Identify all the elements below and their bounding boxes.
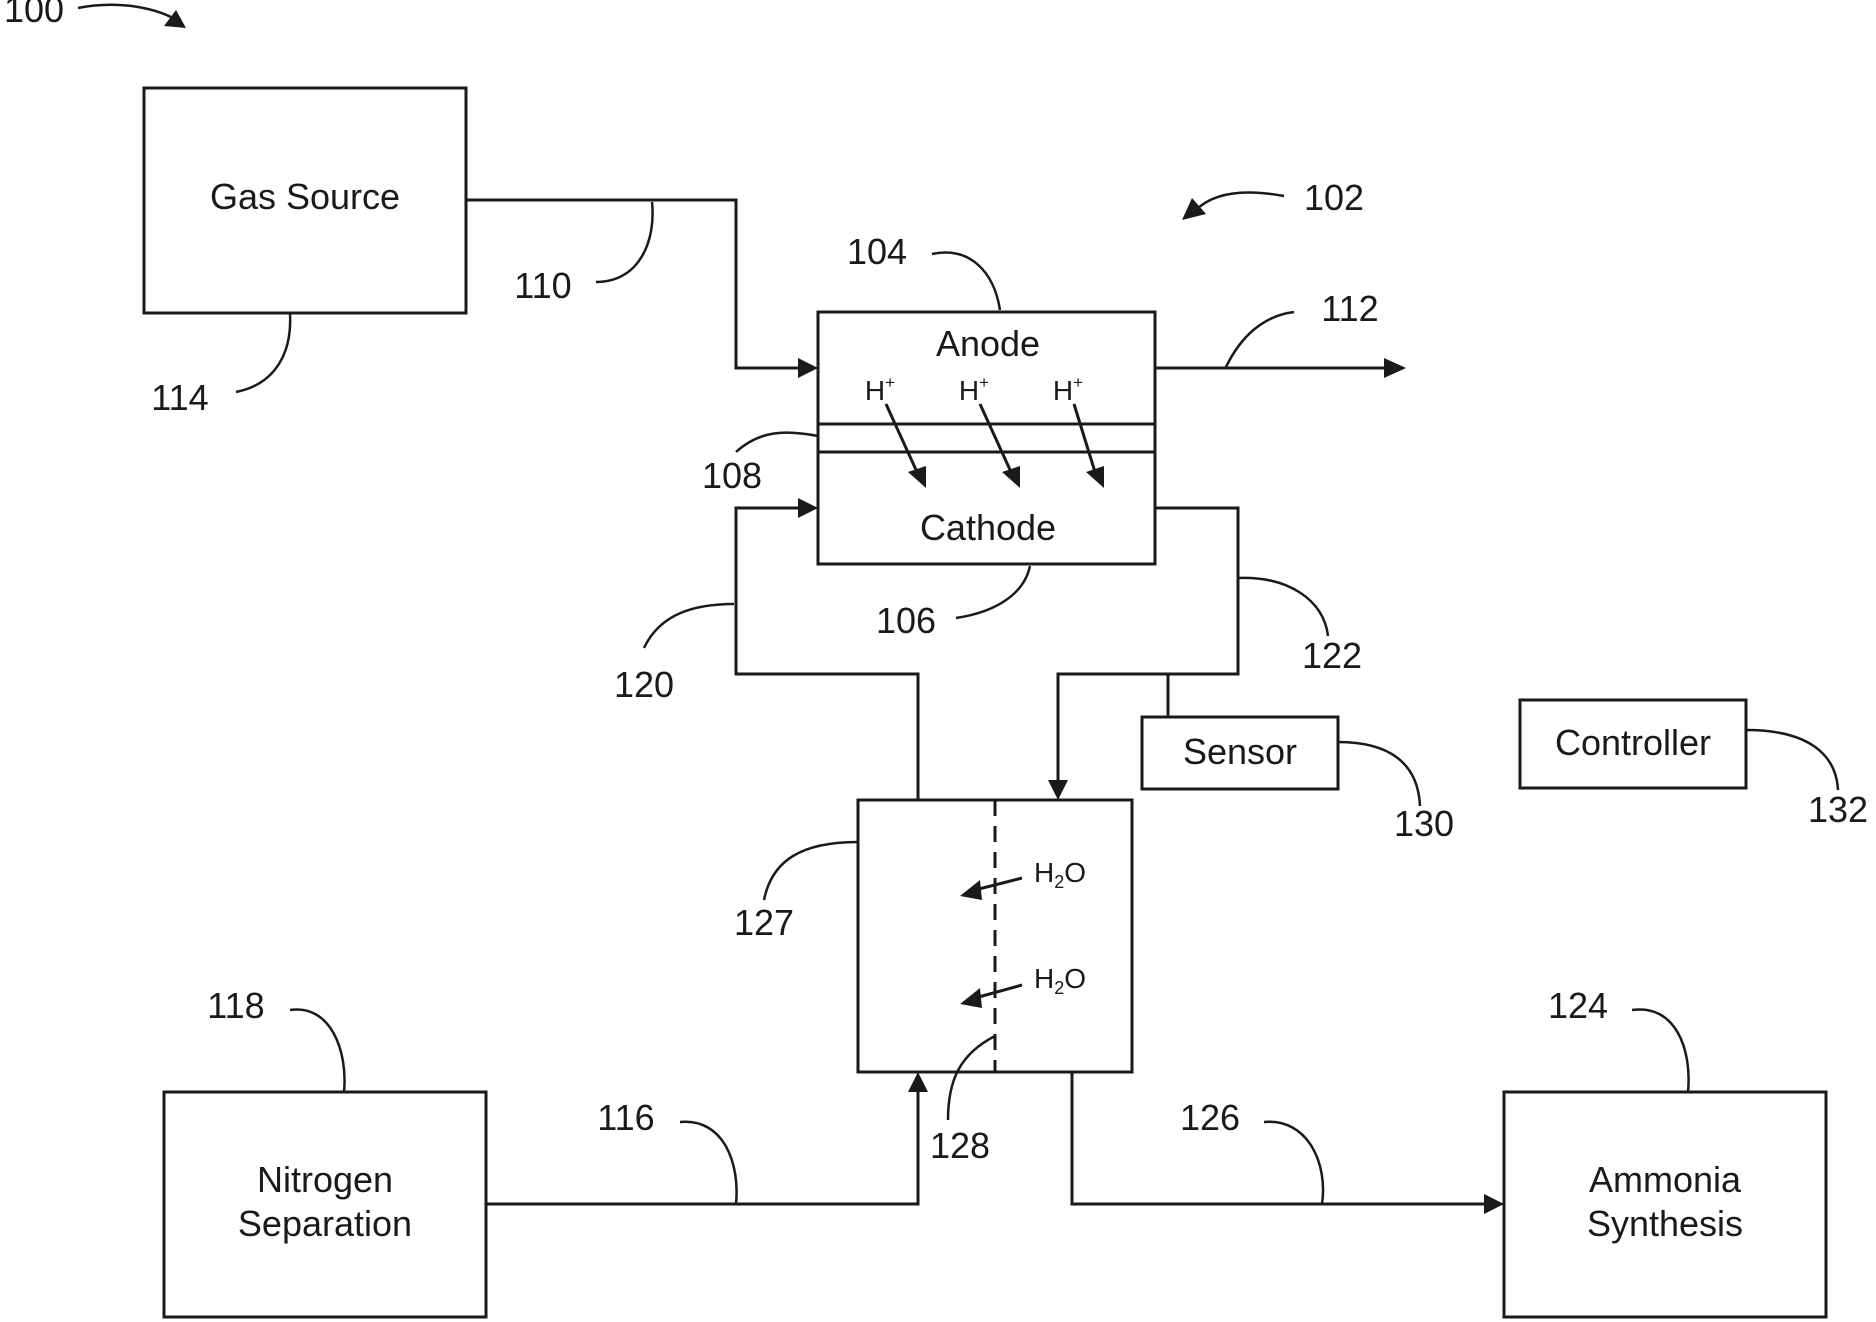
ref-127: 127 (734, 902, 794, 943)
sensor-label: Sensor (1183, 731, 1297, 772)
electrochemical-cell: Anode Cathode H+ H+ H+ (818, 312, 1155, 564)
nitrogen-separation-block: Nitrogen Separation (164, 1092, 486, 1317)
ref-110-leader (596, 202, 653, 282)
gas-source-label: Gas Source (210, 176, 400, 217)
ref-130-leader (1338, 742, 1420, 806)
ref-126-leader (1264, 1122, 1323, 1204)
ref-108: 108 (702, 455, 762, 496)
sensor-block: Sensor (1142, 717, 1338, 789)
ref-132-leader (1746, 730, 1838, 790)
proton-symbol-3: H (1053, 375, 1073, 406)
ref-116-leader (680, 1122, 737, 1204)
ref-124: 124 (1548, 985, 1608, 1026)
ref-124-leader (1632, 1009, 1689, 1092)
ammonia-synthesis-label-line2: Synthesis (1587, 1203, 1743, 1244)
ref-100-arrowhead (164, 10, 186, 28)
ref-132: 132 (1808, 789, 1868, 830)
ref-100-leader (78, 5, 180, 22)
gas-source-block: Gas Source (144, 88, 466, 313)
proton-symbol-1: H (865, 375, 885, 406)
proton-charge-3: + (1073, 373, 1083, 392)
ref-118: 118 (207, 985, 264, 1026)
nitrogen-separation-label-line2: Separation (238, 1203, 412, 1244)
ref-128: 128 (930, 1125, 990, 1166)
ref-106-leader (956, 566, 1030, 618)
ref-114: 114 (151, 377, 208, 418)
ref-122-leader (1238, 578, 1328, 636)
ammonia-synthesis-block: Ammonia Synthesis (1504, 1092, 1826, 1317)
ref-106: 106 (876, 600, 936, 641)
proton-charge-1: + (885, 373, 895, 392)
ref-104-leader (932, 253, 1000, 310)
ref-102-arrowhead (1182, 198, 1206, 220)
ref-120-leader (644, 604, 734, 648)
ref-102: 102 (1304, 177, 1364, 218)
product-line (1072, 1072, 1504, 1214)
ref-104: 104 (847, 231, 907, 272)
ref-122: 122 (1302, 635, 1362, 676)
ref-110: 110 (514, 265, 571, 306)
nitrogen-separation-label-line1: Nitrogen (257, 1159, 393, 1200)
ref-120: 120 (614, 664, 674, 705)
ref-130: 130 (1394, 803, 1454, 844)
ref-108-leader (736, 433, 818, 452)
proton-charge-2: + (979, 373, 989, 392)
ref-114-leader (236, 314, 290, 392)
anode-label: Anode (936, 323, 1040, 364)
ref-127-leader (764, 842, 858, 900)
ref-112-leader (1226, 312, 1294, 367)
ref-102-leader (1196, 192, 1284, 210)
ammonia-synthesis-label-line1: Ammonia (1589, 1159, 1742, 1200)
ref-118-leader (290, 1009, 345, 1092)
anode-exhaust-line (1155, 358, 1406, 378)
ref-112: 112 (1321, 288, 1378, 329)
cathode-label: Cathode (920, 507, 1056, 548)
controller-label: Controller (1555, 722, 1711, 763)
ref-126: 126 (1180, 1097, 1240, 1138)
controller-block: Controller (1520, 700, 1746, 788)
ref-116: 116 (597, 1097, 654, 1138)
water-separator: H2O H2O (858, 800, 1132, 1072)
ref-100: 100 (4, 0, 64, 30)
proton-symbol-2: H (959, 375, 979, 406)
nitrogen-feed-line (486, 1072, 928, 1204)
